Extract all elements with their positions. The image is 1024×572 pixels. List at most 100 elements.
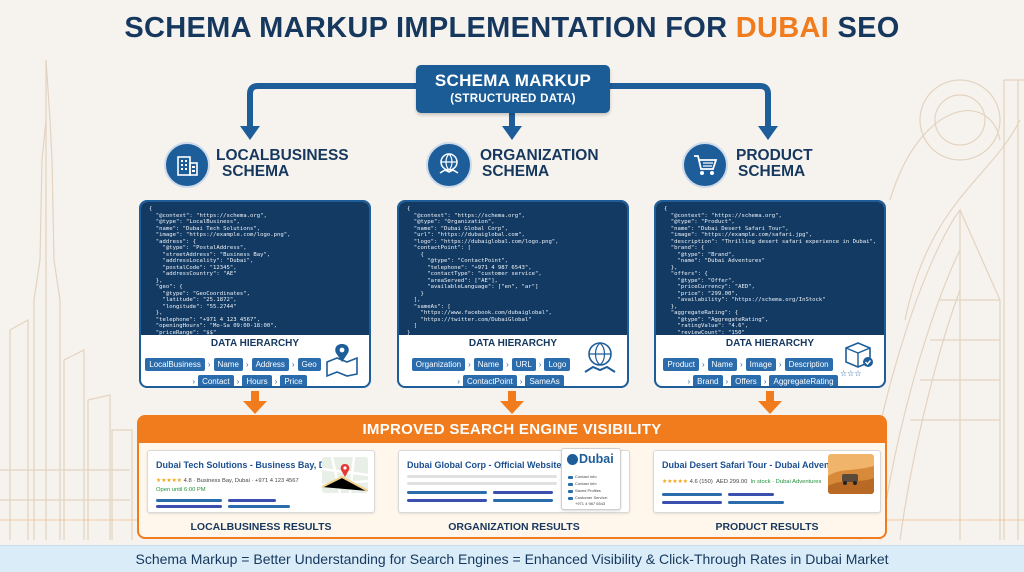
text-line [407, 475, 557, 478]
text-line [407, 482, 557, 485]
chip: Price [280, 375, 307, 386]
chip: ContactPoint [462, 375, 517, 386]
map-pin-icon [326, 344, 358, 378]
localbusiness-results-label: LOCALBUSINESS RESULTS [190, 521, 332, 533]
chip: Name [213, 358, 243, 371]
map-thumbnail [322, 457, 368, 493]
hierarchy-chips: Organization› Name› URL› Logo ›ContactPo… [405, 354, 577, 386]
rating-stars: ★★★★★ [156, 478, 182, 484]
product-stock: In stock · Dubai Adventures [750, 479, 822, 485]
heading-line: SCHEMA [222, 163, 290, 180]
footer-banner: Schema Markup = Better Understanding for… [0, 545, 1024, 572]
page-title: SCHEMA MARKUP IMPLEMENTATION FOR DUBAI S… [0, 12, 1024, 45]
organization-panel: { "@context": "https://schema.org", "@ty… [397, 200, 629, 388]
chip: Name [473, 358, 504, 371]
title-suffix: SEO [829, 12, 900, 44]
code-block: { "@context": "https://schema.org", "@ty… [656, 202, 884, 335]
product-result-title[interactable]: Dubai Desert Safari Tour - Dubai Adventu… [662, 460, 852, 470]
connector-arrows [240, 83, 778, 140]
chip: Organization [411, 358, 466, 371]
knowledge-brand: Dubai [579, 452, 614, 466]
text-line [728, 501, 784, 504]
localbusiness-heading: LOCALBUSINESS SCHEMA [216, 148, 356, 180]
structured-data-label: (STRUCTURED DATA) [450, 93, 576, 105]
box-stars-icon: ☆☆☆ [840, 342, 873, 378]
heading-line: ORGANIZATION [480, 147, 599, 164]
chip: Hours [242, 375, 272, 386]
organization-heading: ORGANIZATION SCHEMA [480, 148, 610, 180]
handshake-globe-icon [426, 142, 472, 188]
text-line [662, 493, 722, 496]
title-accent: DUBAI [735, 12, 830, 44]
heading-line: SCHEMA [738, 163, 806, 180]
text-line [407, 491, 487, 494]
chip: Geo [297, 358, 321, 371]
local-rating-line: ★★★★★ 4.8 · Business Bay, Dubai · +971 4… [156, 478, 299, 484]
knowledge-item: Saved Profiles [575, 488, 601, 493]
local-rating-text: 4.8 · Business Bay, Dubai · +971 4 123 4… [183, 478, 299, 484]
safari-thumbnail [828, 454, 874, 494]
globe-handshake-icon [584, 342, 616, 373]
product-rating-line: ★★★★★ 4.6 (150) AED 299.00 In stock · Du… [662, 479, 821, 485]
localbusiness-panel: { "@context": "https://schema.org", "@ty… [139, 200, 371, 388]
chip: Product [663, 358, 699, 371]
chip: AggregateRating [769, 375, 838, 386]
building-icon [164, 142, 210, 188]
data-hierarchy-title: DATA HIERARCHY [468, 338, 558, 349]
product-rating: 4.6 (150) [689, 479, 713, 485]
bullet-icon [568, 497, 573, 500]
improved-visibility-box: IMPROVED SEARCH ENGINE VISIBILITY Dubai … [137, 415, 887, 539]
knowledge-item: Contact Info [575, 481, 597, 486]
skyline-right [859, 79, 1024, 541]
product-heading: PRODUCT SCHEMA [736, 148, 846, 180]
chip: Brand [693, 375, 723, 386]
schema-markup-label: SCHEMA MARKUP [434, 71, 592, 90]
chip: Logo [544, 358, 571, 371]
local-result-title[interactable]: Dubai Tech Solutions - Business Bay, Dub… [156, 460, 344, 470]
bullet-icon [568, 490, 573, 493]
improved-heading: IMPROVED SEARCH ENGINE VISIBILITY [139, 417, 885, 443]
text-line [156, 499, 222, 502]
chip: Name [707, 358, 737, 371]
text-line [493, 491, 553, 494]
chip: SameAs [525, 375, 564, 386]
text-line [228, 505, 290, 508]
globe-icon [567, 454, 578, 465]
org-result-title[interactable]: Dubai Global Corp - Official Website [407, 460, 562, 470]
text-line [493, 499, 553, 502]
code-block: { "@context": "https://schema.org", "@ty… [399, 202, 627, 335]
hierarchy-chips: LocalBusiness› Name› Address› Geo ›Conta… [145, 354, 321, 386]
heading-line: LOCALBUSINESS [216, 147, 349, 164]
schema-markup-box: SCHEMA MARKUP (STRUCTURED DATA) [416, 65, 610, 113]
heading-line: PRODUCT [736, 147, 813, 164]
knowledge-panel: Dubai Contact Info Contact Info Saved Pr… [561, 448, 621, 510]
local-result-card: Dubai Tech Solutions - Business Bay, Dub… [147, 450, 375, 513]
svg-text:☆☆☆: ☆☆☆ [840, 369, 862, 378]
text-line [228, 499, 276, 502]
data-hierarchy-title: DATA HIERARCHY [210, 338, 300, 349]
chip: Address [251, 358, 289, 371]
skyline-left [0, 59, 133, 540]
organization-results-label: ORGANIZATION RESULTS [448, 521, 580, 533]
org-result-card: Dubai Global Corp - Official Website Dub… [398, 448, 630, 513]
heading-line: SCHEMA [482, 163, 550, 180]
orange-arrows [243, 391, 782, 414]
product-result-card: Dubai Desert Safari Tour - Dubai Adventu… [653, 450, 881, 513]
chip: Image [745, 358, 776, 371]
chip: URL [511, 358, 536, 371]
knowledge-item: Contact Info [575, 474, 597, 479]
text-line [662, 501, 722, 504]
code-block: { "@context": "https://schema.org", "@ty… [141, 202, 369, 335]
text-line [728, 493, 774, 496]
chip: Contact [198, 375, 234, 386]
text-line [407, 499, 487, 502]
product-price: AED 299.00 [716, 479, 748, 485]
hierarchy-chips: Product› Name› Image› Description ›Brand… [662, 354, 838, 386]
product-panel: { "@context": "https://schema.org", "@ty… [654, 200, 886, 388]
chip: Description [784, 358, 833, 371]
bullet-icon [568, 483, 573, 486]
cart-icon [682, 142, 728, 188]
knowledge-phone: +971 4 987 6543 [575, 501, 606, 506]
chip: Offers [731, 375, 761, 386]
text-line [156, 505, 222, 508]
